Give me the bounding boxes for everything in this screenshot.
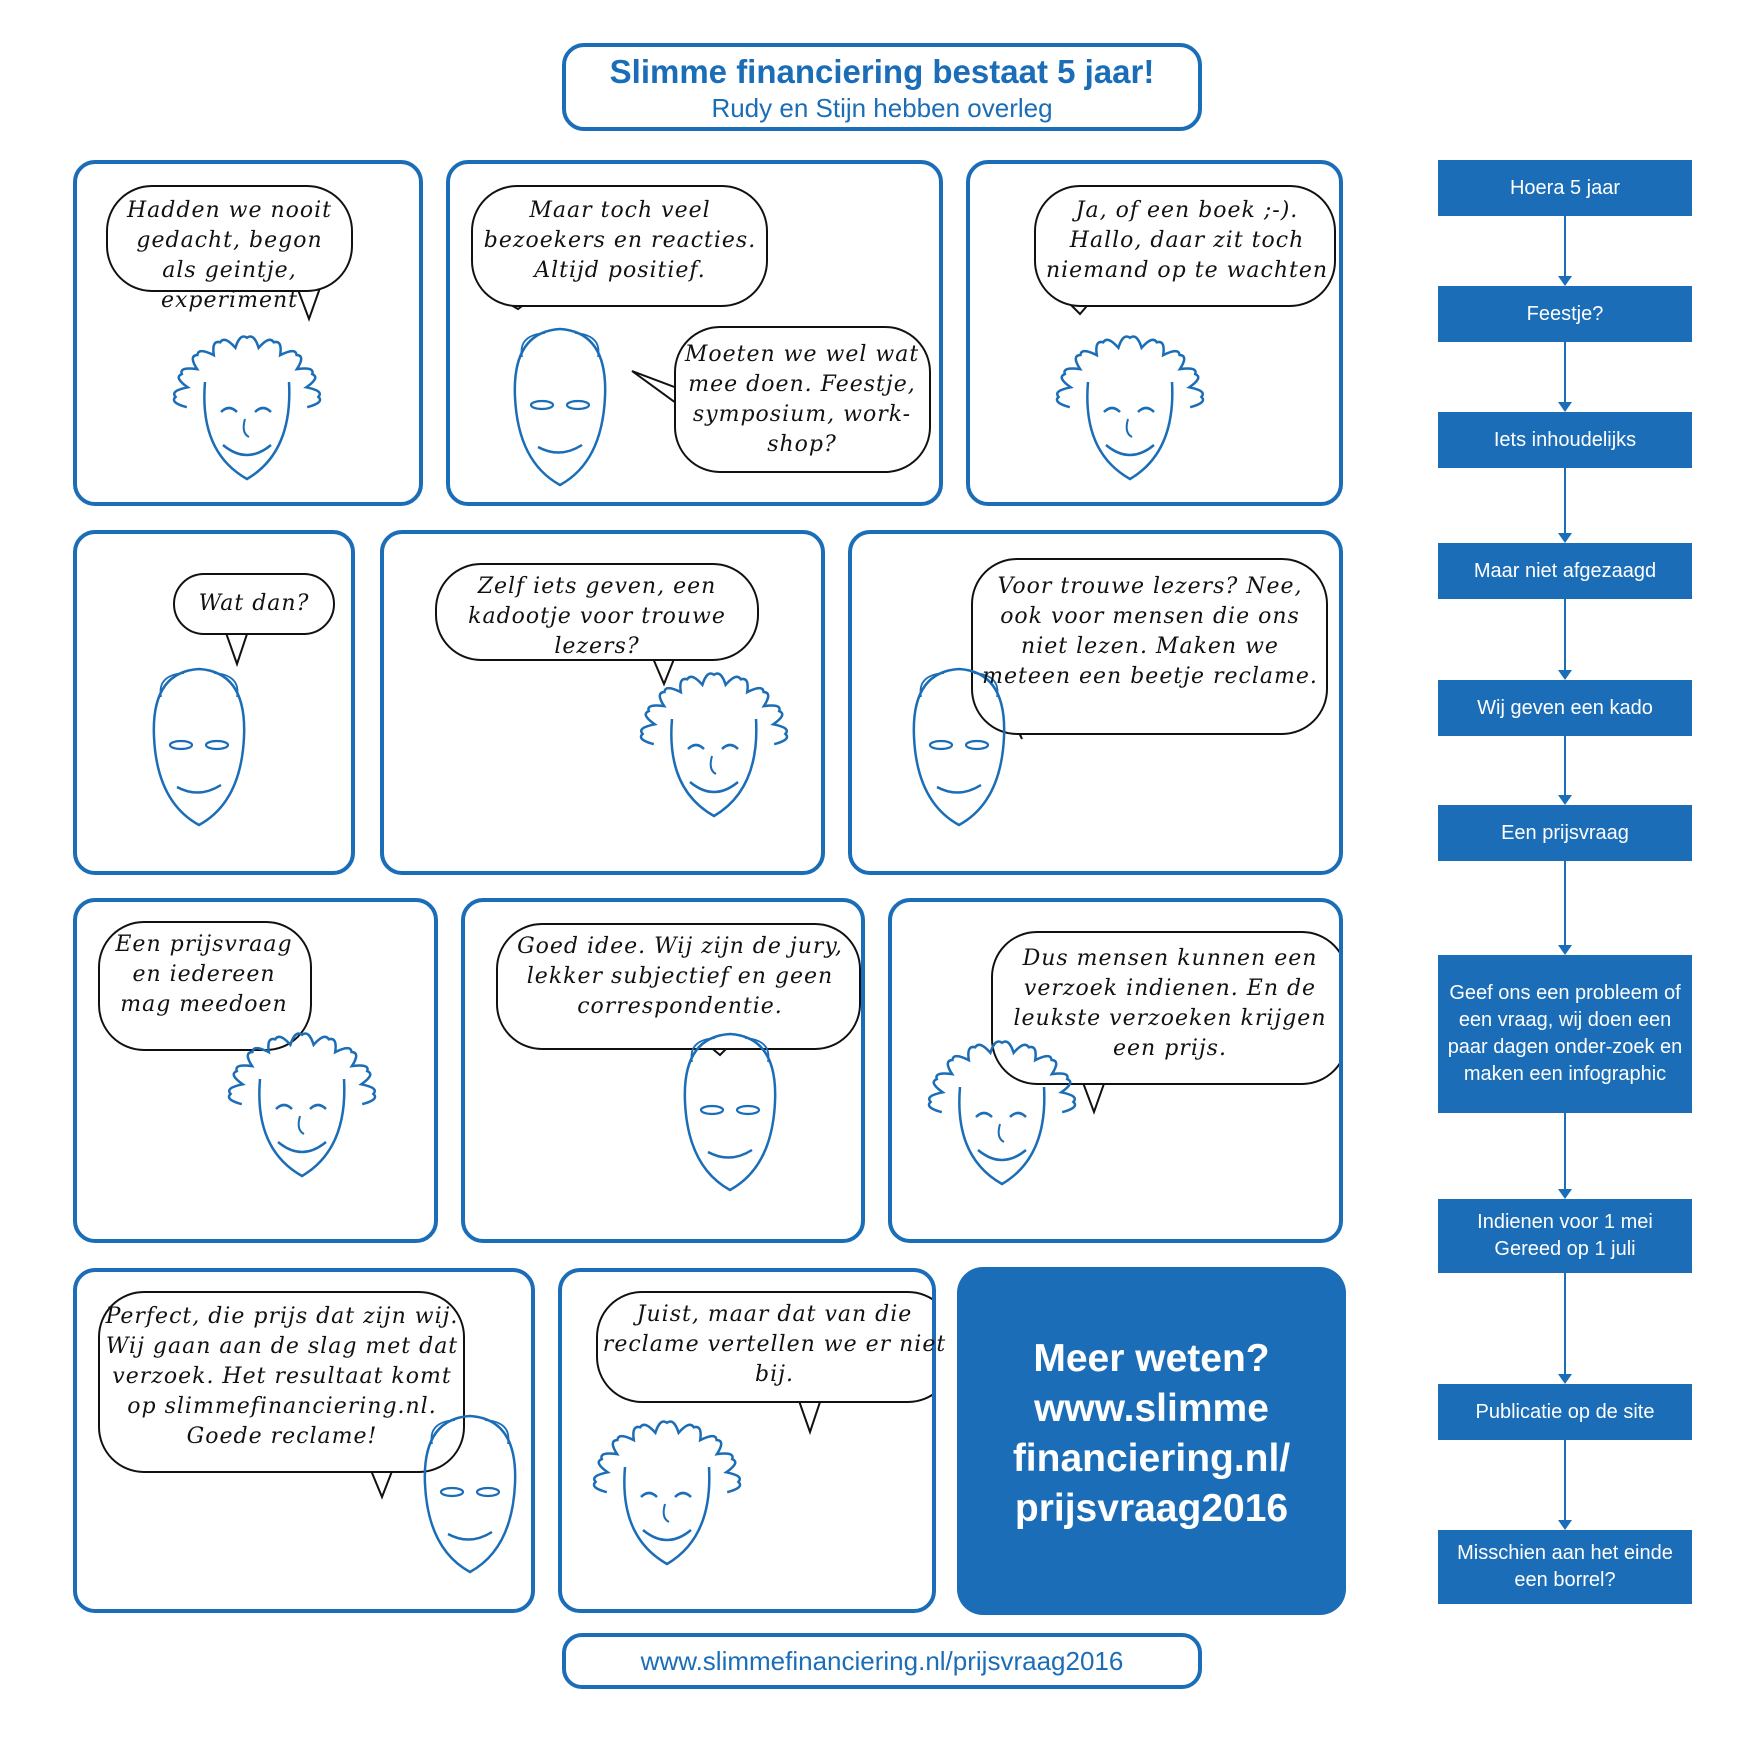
speech-bubble-icon	[971, 558, 1328, 740]
panel-art	[435, 563, 789, 818]
footer-url: www.slimmefinanciering.nl/prijsvraag2016	[640, 1646, 1124, 1676]
page-title: Slimme financiering bestaat 5 jaar!	[609, 53, 1155, 90]
flow-step: Feestje?	[1438, 286, 1692, 342]
speech-bubble-icon	[471, 185, 768, 311]
curly-haired-face-icon	[927, 1040, 1077, 1186]
flow-step: Hoera 5 jaar	[1438, 160, 1692, 216]
flow-step: Publicatie op de site	[1438, 1384, 1692, 1440]
comic-panel: Dus mensen kunnen een verzoek indienen. …	[888, 898, 1343, 1243]
speech-text: Wat dan?	[198, 591, 310, 616]
flow-step: Iets inhoudelijks	[1438, 412, 1692, 468]
title-banner: Slimme financiering bestaat 5 jaar! Rudy…	[562, 43, 1202, 131]
speech-text: Moeten we wel wat mee doen. Feestje, sym…	[684, 342, 920, 457]
cta-line: www.slimme	[1034, 1387, 1269, 1430]
speech-text: Een prijsvraag en iedereen mag meedoen	[115, 932, 293, 1017]
speech-text: Voor trouwe lezers? Nee, ook voor mensen…	[982, 574, 1318, 689]
curly-haired-face-icon	[227, 1032, 377, 1178]
cta-line: Meer weten?	[1033, 1337, 1270, 1380]
speech-bubble-icon	[98, 921, 312, 1051]
speech-text: Perfect, die prijs dat zijn wij. Wij gaa…	[105, 1304, 459, 1449]
comic-panel: Perfect, die prijs dat zijn wij. Wij gaa…	[73, 1268, 535, 1613]
speech-bubble-icon	[496, 923, 861, 1057]
bald-face-icon	[152, 667, 246, 827]
arrow-down-icon	[1558, 736, 1572, 805]
bald-face-icon	[683, 1032, 777, 1192]
cta-line: prijsvraag2016	[1014, 1487, 1289, 1530]
speech-bubble-icon	[435, 563, 759, 687]
speech-bubble-icon	[991, 931, 1339, 1115]
arrow-down-icon	[1558, 1273, 1572, 1384]
cta-box: Meer weten? www.slimme financiering.nl/ …	[957, 1267, 1346, 1615]
arrow-down-icon	[1558, 342, 1572, 412]
comic-panel: Goed idee. Wij zijn de jury, lekker subj…	[461, 898, 865, 1243]
flow-step: Wij geven een kado	[1438, 680, 1692, 736]
speech-text: Hadden we nooit gedacht, begon als geint…	[126, 198, 333, 313]
comic-panel: Voor trouwe lezers? Nee, ook voor mensen…	[848, 530, 1343, 875]
panel-art	[927, 931, 1339, 1186]
comic-panel: Hadden we nooit gedacht, begon als geint…	[73, 160, 423, 506]
flow-step: Geef ons een probleem of een vraag, wij …	[1438, 955, 1692, 1113]
speech-text: Maar toch veel bezoekers en reacties. Al…	[483, 198, 757, 283]
panel-art	[98, 1291, 517, 1574]
flow-step: Een prijsvraag	[1438, 805, 1692, 861]
panel-art	[152, 573, 335, 827]
speech-bubble-icon	[596, 1291, 932, 1436]
bald-face-icon	[513, 327, 607, 487]
comic-panel: Wat dan?	[73, 530, 355, 875]
cta-line: financiering.nl/	[1012, 1437, 1291, 1480]
flow-connectors	[1558, 216, 1572, 1530]
speech-text: Juist, maar dat van die reclame vertelle…	[602, 1302, 947, 1387]
panel-art	[98, 921, 377, 1178]
panel-art	[496, 923, 861, 1192]
panel-art	[912, 558, 1328, 827]
page-subtitle: Rudy en Stijn hebben overleg	[711, 93, 1053, 123]
comic-panel: Maar toch veel bezoekers en reacties. Al…	[446, 160, 943, 506]
arrow-down-icon	[1558, 1113, 1572, 1199]
speech-text: Zelf iets geven, een kadootje voor trouw…	[468, 574, 726, 659]
speech-bubble-icon	[1034, 185, 1336, 316]
speech-text: Ja, of een boek ;-). Hallo, daar zit toc…	[1045, 198, 1329, 283]
panel-art	[592, 1291, 932, 1566]
panel-art	[471, 185, 931, 487]
panel-art	[1034, 185, 1336, 481]
arrow-down-icon	[1558, 216, 1572, 286]
curly-haired-face-icon	[172, 335, 322, 481]
arrow-down-icon	[1558, 599, 1572, 680]
arrow-down-icon	[1558, 468, 1572, 543]
arrow-down-icon	[1558, 1440, 1572, 1530]
curly-haired-face-icon	[639, 672, 789, 818]
curly-haired-face-icon	[592, 1420, 742, 1566]
bald-face-icon	[423, 1414, 517, 1574]
comic-panel: Zelf iets geven, een kadootje voor trouw…	[380, 530, 825, 875]
flow-step: Misschien aan het einde een borrel?	[1438, 1530, 1692, 1604]
speech-bubble-icon	[98, 1291, 465, 1500]
speech-text: Dus mensen kunnen een verzoek indienen. …	[1013, 946, 1327, 1061]
comic-panel: Juist, maar dat van die reclame vertelle…	[558, 1268, 945, 1613]
arrow-down-icon	[1558, 861, 1572, 955]
speech-bubble-icon	[106, 185, 353, 322]
curly-haired-face-icon	[1055, 335, 1205, 481]
speech-text: Goed idee. Wij zijn de jury, lekker subj…	[517, 934, 843, 1019]
speech-bubble-icon	[173, 573, 335, 668]
comic-panel: Een prijsvraag en iedereen mag meedoen	[73, 898, 438, 1243]
comic-panel: Ja, of een boek ;-). Hallo, daar zit toc…	[966, 160, 1343, 506]
panel-art	[106, 185, 353, 481]
bald-face-icon	[912, 667, 1006, 827]
flow-step: Indienen voor 1 mei Gereed op 1 juli	[1438, 1199, 1692, 1273]
flow-step: Maar niet afgezaagd	[1438, 543, 1692, 599]
footer-url-banner: www.slimmefinanciering.nl/prijsvraag2016	[562, 1633, 1202, 1689]
speech-bubble-icon	[631, 326, 931, 473]
